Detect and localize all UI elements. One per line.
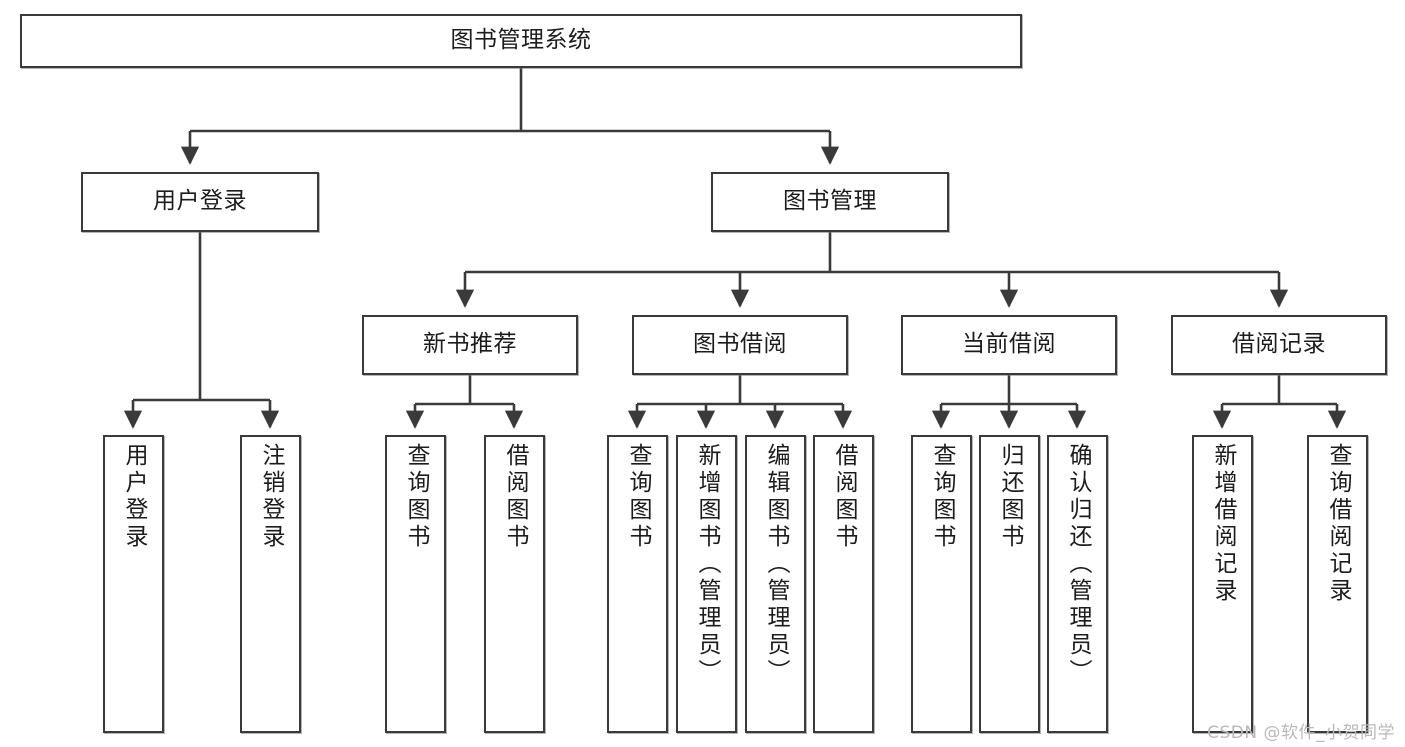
node-label: 新书推荐 xyxy=(423,331,517,358)
leaf-current-return-books[interactable]: 归还图书 xyxy=(979,435,1040,733)
node-label: 图书借阅 xyxy=(693,331,787,358)
node-label: 编辑图书（管理员） xyxy=(763,443,789,686)
node-borrowing-records[interactable]: 借阅记录 xyxy=(1171,315,1387,375)
leaf-user-login-logout[interactable]: 注销登录 xyxy=(240,435,301,733)
leaf-record-query-borrow-record[interactable]: 查询借阅记录 xyxy=(1307,435,1368,733)
node-label: 确认归还（管理员） xyxy=(1065,443,1091,686)
node-label: 当前借阅 xyxy=(962,331,1056,358)
leaf-current-query-books[interactable]: 查询图书 xyxy=(911,435,972,733)
node-label: 归还图书 xyxy=(997,443,1023,551)
node-label: 查询借阅记录 xyxy=(1325,443,1351,605)
leaf-new-book-query-books[interactable]: 查询图书 xyxy=(385,435,446,733)
node-label: 借阅图书 xyxy=(502,443,528,551)
node-label: 用户登录 xyxy=(121,443,147,551)
node-label: 新增借阅记录 xyxy=(1210,443,1236,605)
leaf-borrow-borrow-books[interactable]: 借阅图书 xyxy=(813,435,874,733)
node-current-borrowing[interactable]: 当前借阅 xyxy=(901,315,1117,375)
node-book-borrowing[interactable]: 图书借阅 xyxy=(632,315,848,375)
node-root-book-management-system[interactable]: 图书管理系统 xyxy=(20,14,1022,68)
leaf-borrow-add-book-admin[interactable]: 新增图书（管理员） xyxy=(676,435,737,733)
node-label: 查询图书 xyxy=(625,443,651,551)
node-label: 查询图书 xyxy=(929,443,955,551)
node-label: 借阅记录 xyxy=(1232,331,1326,358)
leaf-user-login-login[interactable]: 用户登录 xyxy=(103,435,164,733)
node-label: 新增图书（管理员） xyxy=(694,443,720,686)
leaf-borrow-edit-book-admin[interactable]: 编辑图书（管理员） xyxy=(745,435,806,733)
node-label: 借阅图书 xyxy=(831,443,857,551)
node-new-book-recommendation[interactable]: 新书推荐 xyxy=(362,315,578,375)
node-book-management[interactable]: 图书管理 xyxy=(711,172,949,232)
leaf-record-add-borrow-record[interactable]: 新增借阅记录 xyxy=(1192,435,1253,733)
leaf-borrow-query-books[interactable]: 查询图书 xyxy=(607,435,668,733)
node-label: 图书管理 xyxy=(783,188,877,215)
node-label: 注销登录 xyxy=(258,443,284,551)
node-label: 图书管理系统 xyxy=(450,27,592,54)
node-user-login[interactable]: 用户登录 xyxy=(81,172,319,232)
leaf-new-book-borrow-books[interactable]: 借阅图书 xyxy=(484,435,545,733)
node-label: 查询图书 xyxy=(403,443,429,551)
leaf-current-confirm-return-admin[interactable]: 确认归还（管理员） xyxy=(1047,435,1108,733)
node-label: 用户登录 xyxy=(153,188,247,215)
watermark: CSDN @软件_小贺同学 xyxy=(1207,723,1395,743)
